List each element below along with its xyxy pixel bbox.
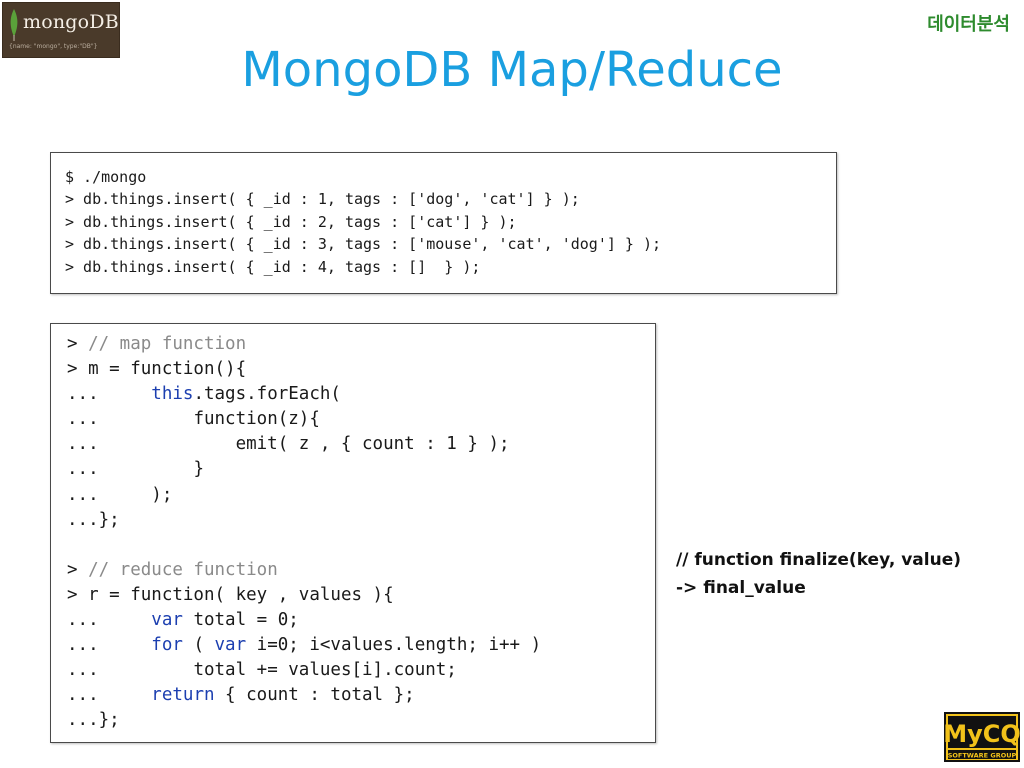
code-text: ...}; bbox=[67, 509, 120, 530]
code-text: for ( var i=0; i<values.length; i++ ) bbox=[151, 635, 542, 656]
note-line: // function finalize(key, value) bbox=[676, 550, 961, 570]
code-text: var total = 0; bbox=[151, 610, 299, 631]
code-text: return { count : total }; bbox=[151, 685, 415, 706]
code-line: ... var total = 0; bbox=[67, 608, 655, 633]
code-line bbox=[67, 533, 655, 558]
code-text: emit( z , { count : 1 } ); bbox=[235, 434, 510, 455]
code-prefix: ... bbox=[67, 685, 152, 706]
code-line: > db.things.insert( { _id : 4, tags : []… bbox=[65, 257, 481, 276]
page-title: MongoDB Map/Reduce bbox=[241, 42, 783, 98]
code-line: > // map function bbox=[67, 332, 655, 357]
code-prefix: ... bbox=[67, 409, 194, 430]
code-prefix: ... bbox=[67, 610, 152, 631]
code-text: r = function( key , values ){ bbox=[88, 584, 394, 605]
code-prefix: ... bbox=[67, 434, 236, 455]
finalize-note: // function finalize(key, value) -> fina… bbox=[676, 546, 961, 602]
code-line: ... return { count : total }; bbox=[67, 683, 655, 708]
code-text: ); bbox=[151, 484, 173, 505]
note-line: -> final_value bbox=[676, 578, 806, 598]
code-line: > // reduce function bbox=[67, 558, 655, 583]
code-line: ... for ( var i=0; i<values.length; i++ … bbox=[67, 633, 655, 658]
code-line: ... ); bbox=[67, 483, 655, 508]
code-line: ... emit( z , { count : 1 } ); bbox=[67, 432, 655, 457]
code-line: > db.things.insert( { _id : 1, tags : ['… bbox=[65, 190, 580, 209]
mapreduce-code-block: > // map function> m = function(){... th… bbox=[50, 323, 656, 743]
code-prefix: ... bbox=[67, 660, 194, 681]
logo-subtext: {name: "mongo", type:"DB"} bbox=[9, 43, 98, 50]
code-line: ...}; bbox=[67, 508, 655, 533]
code-text: // map function bbox=[88, 334, 247, 354]
code-line: ... function(z){ bbox=[67, 407, 655, 432]
leaf-icon bbox=[10, 9, 18, 41]
code-line: ...}; bbox=[67, 708, 655, 733]
code-prefix: ... bbox=[67, 484, 152, 505]
code-line: > m = function(){ bbox=[67, 357, 655, 382]
code-line: > db.things.insert( { _id : 2, tags : ['… bbox=[65, 212, 517, 231]
code-text: total += values[i].count; bbox=[193, 660, 457, 681]
code-text: ...}; bbox=[67, 710, 120, 731]
code-prefix: > bbox=[67, 334, 89, 354]
code-text: // reduce function bbox=[88, 559, 278, 580]
mycq-logo-subtext: SOFTWARE GROUP bbox=[948, 752, 1017, 760]
code-prefix: ... bbox=[67, 459, 194, 480]
code-line: $ ./mongo bbox=[65, 168, 147, 186]
mongodb-logo: mongoDB {name: "mongo", type:"DB"} bbox=[2, 2, 120, 58]
code-line: ... } bbox=[67, 457, 655, 482]
code-text: function(z){ bbox=[193, 409, 320, 430]
code-line: ... this.tags.forEach( bbox=[67, 382, 655, 407]
code-line: ... total += values[i].count; bbox=[67, 658, 655, 683]
code-text: m = function(){ bbox=[88, 359, 247, 380]
mycq-logo: MyCQ SOFTWARE GROUP bbox=[944, 712, 1020, 762]
logo-text: mongoDB bbox=[23, 11, 119, 33]
insert-code-block: $ ./mongo > db.things.insert( { _id : 1,… bbox=[50, 152, 837, 294]
code-prefix: > bbox=[67, 584, 89, 605]
code-prefix: ... bbox=[67, 635, 152, 656]
code-text: } bbox=[193, 459, 204, 480]
mycq-logo-text: MyCQ bbox=[944, 720, 1020, 748]
code-text: this.tags.forEach( bbox=[151, 384, 341, 405]
code-prefix: > bbox=[67, 559, 89, 580]
code-prefix: > bbox=[67, 359, 89, 380]
section-tag: 데이터분석 bbox=[927, 14, 1010, 35]
code-line: > db.things.insert( { _id : 3, tags : ['… bbox=[65, 235, 662, 254]
code-prefix: ... bbox=[67, 384, 152, 405]
code-line: > r = function( key , values ){ bbox=[67, 583, 655, 608]
